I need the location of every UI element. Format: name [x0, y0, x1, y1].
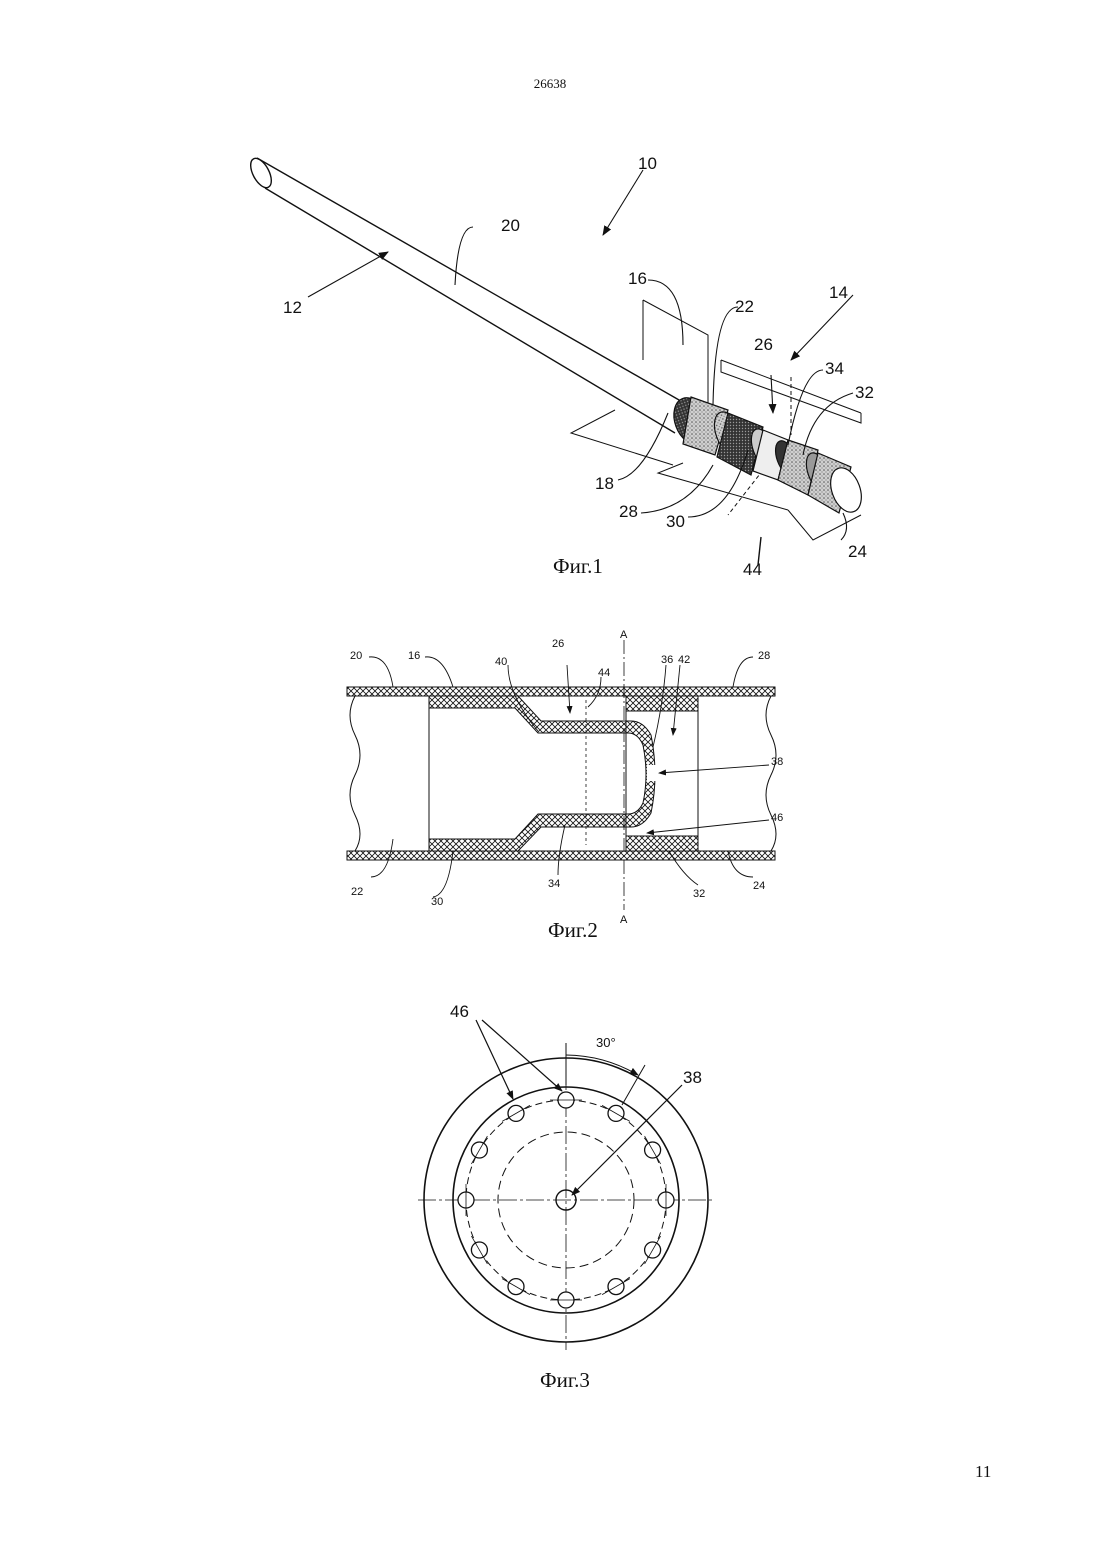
label-38: 38: [683, 1068, 702, 1087]
figure-2-caption: Фиг.2: [548, 918, 598, 942]
figure-2-section-view: A A 20 16 40 26 44 36 42 28 38 46 22 30 …: [333, 625, 795, 945]
label-32: 32: [693, 888, 705, 900]
label-36: 36: [661, 654, 673, 666]
label-26: 26: [754, 335, 773, 354]
figure-1-perspective-view: 10 20 12 16 22 14 26 34 32 18 28 30 44 2…: [243, 145, 883, 585]
section-axis: [586, 640, 624, 910]
label-30: 30: [431, 896, 443, 908]
label-22: 22: [351, 886, 363, 898]
label-32: 32: [855, 383, 874, 402]
label-40: 40: [495, 656, 507, 668]
connector-assembly: [668, 393, 867, 516]
figure-1-caption: Фиг.1: [553, 554, 603, 578]
page-number: 11: [975, 1462, 991, 1482]
label-20: 20: [350, 650, 362, 662]
label-A-top: A: [620, 629, 628, 641]
label-12: 12: [283, 298, 302, 317]
label-30-degrees: 30°: [596, 1035, 616, 1050]
label-42: 42: [678, 654, 690, 666]
label-24: 24: [848, 542, 867, 561]
label-28: 28: [619, 502, 638, 521]
label-16: 16: [628, 269, 647, 288]
insert-body: [429, 696, 698, 851]
break-lines: [350, 696, 776, 851]
label-44: 44: [743, 560, 762, 579]
label-46: 46: [450, 1002, 469, 1021]
figure-3-end-view: 46 30° 38 Фиг.3: [400, 995, 730, 1395]
label-14: 14: [829, 283, 848, 302]
label-20: 20: [501, 216, 520, 235]
label-24: 24: [753, 880, 765, 892]
figure-3-caption: Фиг.3: [540, 1368, 590, 1392]
leader-lines: [476, 1020, 682, 1195]
label-18: 18: [595, 474, 614, 493]
label-16: 16: [408, 650, 420, 662]
label-30: 30: [666, 512, 685, 531]
label-34: 34: [825, 359, 844, 378]
label-34: 34: [548, 878, 560, 890]
label-28: 28: [758, 650, 770, 662]
label-38: 38: [771, 756, 783, 768]
outer-sleeve: [347, 687, 775, 860]
label-10: 10: [638, 154, 657, 173]
label-46: 46: [771, 812, 783, 824]
label-22: 22: [735, 297, 754, 316]
label-26: 26: [552, 638, 564, 650]
label-A-bottom: A: [620, 914, 628, 926]
document-header: 26638: [0, 76, 1100, 92]
label-44: 44: [598, 667, 610, 679]
